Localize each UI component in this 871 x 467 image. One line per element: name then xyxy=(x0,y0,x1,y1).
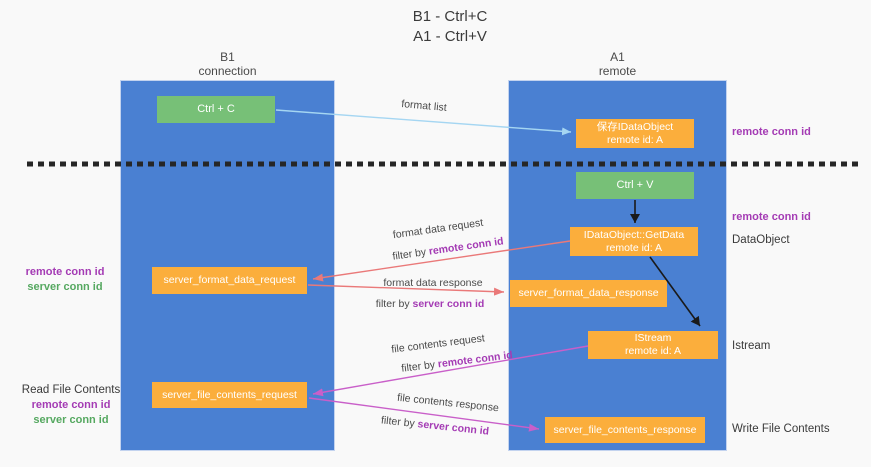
column-a1-name: A1 xyxy=(610,50,625,64)
ctrl-v-label: Ctrl + V xyxy=(616,179,654,191)
istream-line2: remote id: A xyxy=(624,345,682,357)
format-data-request-filter-label: filter by remote conn id xyxy=(392,235,505,262)
format-data-request-label: format data request xyxy=(392,216,484,242)
file-contents-request-filter-label: filter by remote conn id xyxy=(401,349,514,375)
server-format-data-request-box: server_format_data_request xyxy=(152,267,307,294)
format-list-label: format list xyxy=(400,98,448,114)
server-conn-id-annotation-left-2: server conn id xyxy=(33,414,109,426)
file-contents-response-label: file contents response xyxy=(396,391,500,415)
ctrl-c-box: Ctrl + C xyxy=(157,96,275,123)
file-request-label: server_file_contents_request xyxy=(162,388,297,401)
server-format-data-response-box: server_format_data_response xyxy=(510,280,667,307)
format-data-response-label: format data response xyxy=(383,277,483,289)
save-idataobject-line2: remote id: A xyxy=(606,133,664,146)
server-conn-id-key: server conn id xyxy=(412,298,485,310)
save-idataobject-box: 保存IDataObject remote id: A xyxy=(576,119,694,148)
column-b1-role: connection xyxy=(198,64,257,78)
read-file-contents-annotation-block: Read File Contents remote conn id server… xyxy=(10,383,132,428)
istream-annotation: Istream xyxy=(732,340,771,352)
server-conn-id-annotation-left: server conn id xyxy=(27,281,103,293)
filter-by-prefix: filter by xyxy=(380,414,419,431)
read-file-contents-annotation: Read File Contents xyxy=(21,384,121,396)
ctrl-c-label: Ctrl + C xyxy=(197,103,235,115)
fmt-response-label: server_format_data_response xyxy=(518,287,659,299)
remote-conn-id-key: remote conn id xyxy=(428,235,505,258)
left-conn-id-annotation-block: remote conn id server conn id xyxy=(10,265,120,295)
column-header-a1: A1 remote xyxy=(508,50,727,78)
filter-by-prefix: filter by xyxy=(375,298,413,310)
diagram-title: B1 - Ctrl+C A1 - Ctrl+V xyxy=(30,7,870,47)
server-file-contents-response-box: server_file_contents_response xyxy=(545,417,705,443)
server-file-contents-request-box: server_file_contents_request xyxy=(152,382,307,408)
format-data-response-filter-label: filter by server conn id xyxy=(376,298,485,310)
filter-by-prefix: filter by xyxy=(400,358,439,375)
istream-line1: IStream xyxy=(634,332,672,344)
idataobject-getdata-box: IDataObject::GetData remote id: A xyxy=(570,227,698,256)
title-line-1: B1 - Ctrl+C xyxy=(412,8,488,25)
istream-box: IStream remote id: A xyxy=(588,331,718,359)
column-b1-name: B1 xyxy=(220,50,235,64)
file-contents-request-label: file contents request xyxy=(390,332,486,356)
file-contents-response-filter-label: filter by server conn id xyxy=(380,414,489,437)
ctrl-v-box: Ctrl + V xyxy=(576,172,694,199)
getdata-line2: remote id: A xyxy=(605,241,663,254)
remote-conn-id-annotation-left: remote conn id xyxy=(25,266,105,278)
column-a1-role: remote xyxy=(598,64,637,78)
column-header-b1: B1 connection xyxy=(120,50,335,78)
remote-conn-id-key: remote conn id xyxy=(437,349,514,371)
fmt-request-label: server_format_data_request xyxy=(163,274,296,286)
remote-conn-id-annotation-left-2: remote conn id xyxy=(31,399,111,411)
dataobject-annotation: DataObject xyxy=(732,234,790,246)
remote-conn-id-annotation-top: remote conn id xyxy=(732,126,811,138)
file-response-label: server_file_contents_response xyxy=(553,423,697,436)
title-line-2: A1 - Ctrl+V xyxy=(413,28,487,45)
save-idataobject-line1: 保存IDataObject xyxy=(596,120,674,133)
filter-by-prefix: filter by xyxy=(391,245,430,263)
server-conn-id-key: server conn id xyxy=(416,418,490,438)
write-file-contents-annotation: Write File Contents xyxy=(732,423,830,435)
remote-conn-id-annotation-mid: remote conn id xyxy=(732,211,811,223)
getdata-line1: IDataObject::GetData xyxy=(583,228,685,241)
